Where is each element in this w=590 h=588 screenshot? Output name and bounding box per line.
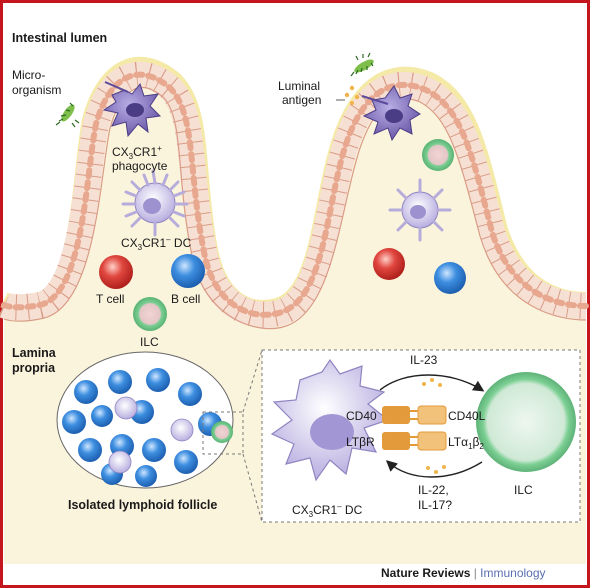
microorganism-icon xyxy=(55,102,80,128)
inset-dc-label: CX3CR1– DC xyxy=(292,502,363,519)
t-cell-label: T cell xyxy=(96,292,124,306)
luminal-antigen-label-line2: antigen xyxy=(282,93,321,107)
luminal-antigen-label-line1: Luminal xyxy=(278,79,320,93)
lamina-label-line1: Lamina xyxy=(12,346,57,360)
cx3cr1-negative-dc xyxy=(388,178,452,242)
lamina-label-line2: propria xyxy=(12,361,56,375)
cd40-label: CD40 xyxy=(346,409,377,423)
cytokine-dots xyxy=(422,378,446,474)
epithelial-nuclei xyxy=(1,71,589,318)
b-cell xyxy=(171,254,205,288)
b-cell xyxy=(434,262,466,294)
cx3cr1-negative-dc xyxy=(121,169,189,237)
ilc-cell xyxy=(422,139,454,171)
il17-label-line2: IL-17? xyxy=(418,498,452,512)
ltbr-label: LTβR xyxy=(346,435,375,449)
il22-il17-arrow xyxy=(385,460,483,478)
journal-credit: Nature Reviews | Immunology xyxy=(381,566,546,580)
microorganism-label-line2: organism xyxy=(12,83,61,97)
ltbr-lta1b2-pair xyxy=(382,431,447,451)
inset-cx3cr1-negative-dc xyxy=(270,358,390,482)
lta1b2-label: LTα1β2 xyxy=(448,435,484,451)
cx3cr1-positive-phagocyte xyxy=(361,85,421,142)
ilc-cell xyxy=(133,297,167,331)
follicle-label: Isolated lymphoid follicle xyxy=(68,498,217,512)
t-cell xyxy=(373,248,405,280)
cx3cr1-negative-dc-label: CX3CR1– DC xyxy=(121,235,192,252)
basement-membrane xyxy=(3,87,587,330)
lumen-label: Intestinal lumen xyxy=(12,31,107,45)
luminal-antigen-dots xyxy=(344,85,360,105)
microorganism-label-line1: Micro- xyxy=(12,68,45,82)
cx3cr1-positive-label: CX3CR1+ xyxy=(112,144,162,161)
ilc-label: ILC xyxy=(140,335,159,349)
il22-label-line1: IL-22, xyxy=(418,483,449,497)
microorganism-icon xyxy=(350,52,374,77)
il23-label: IL-23 xyxy=(410,353,438,367)
cd40-cd40l-pair xyxy=(382,405,447,425)
b-cell-label: B cell xyxy=(171,292,200,306)
cx3cr1-positive-phagocyte xyxy=(102,81,162,138)
phagocyte-label: phagocyte xyxy=(112,159,168,173)
isolated-lymphoid-follicle xyxy=(56,351,244,489)
t-cell xyxy=(99,255,133,289)
inset-ilc-label: ILC xyxy=(514,483,533,497)
cd40l-label: CD40L xyxy=(448,409,486,423)
il23-arrow xyxy=(379,374,485,392)
inset-ilc-cell xyxy=(476,372,576,472)
